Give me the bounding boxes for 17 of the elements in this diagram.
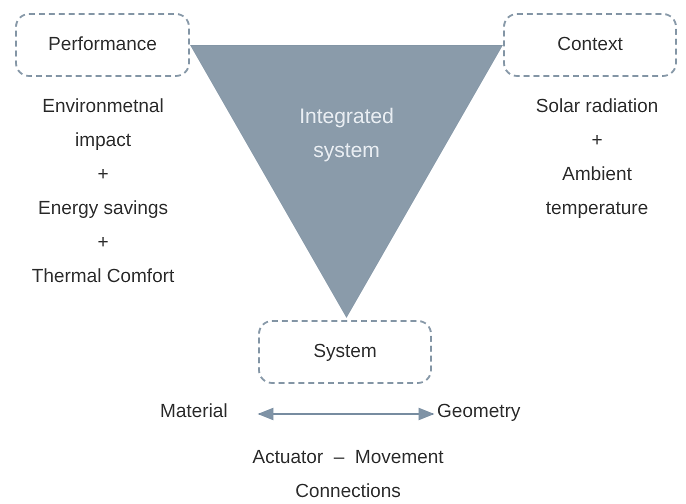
double-arrow [257, 408, 435, 420]
note-text: Actuator – Movement [252, 446, 444, 470]
node-label: Geometry [437, 400, 520, 424]
dashed-box: Performance [15, 13, 190, 77]
plus-sign: + [97, 231, 109, 255]
caption-text: Thermal Comfort [32, 265, 174, 289]
note-text: Connections [295, 480, 401, 504]
plus-sign: + [97, 163, 109, 187]
triangle-label: Integrated system [298, 104, 395, 164]
caption-text: Solar radiation [536, 95, 658, 119]
dashed-box: System [258, 320, 432, 384]
node-label: Material [160, 400, 228, 424]
caption-text: Environmetnal impact [41, 95, 165, 153]
dashed-box: Context [503, 13, 677, 77]
caption-text: Energy savings [38, 197, 168, 221]
plus-sign: + [591, 129, 603, 153]
caption-text: Ambient temperature [544, 163, 650, 221]
